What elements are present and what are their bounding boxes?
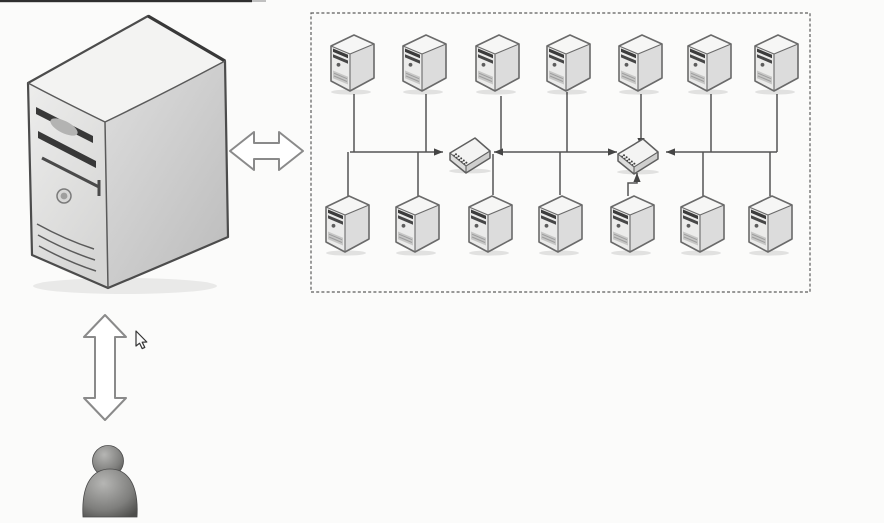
small-server-icon xyxy=(618,34,663,96)
main-server-icon xyxy=(26,14,230,294)
small-server-icon xyxy=(680,195,725,257)
small-server-icon xyxy=(546,34,591,96)
network-switch-icon xyxy=(616,138,660,176)
cluster-servers-layer xyxy=(325,34,799,257)
arrowhead-icon xyxy=(608,148,617,156)
scan-artifact-top-edge xyxy=(0,0,266,3)
cluster-boundary xyxy=(310,12,811,293)
cluster-switches-layer xyxy=(448,137,660,176)
cluster-wiring-layer xyxy=(347,92,778,196)
small-server-icon xyxy=(330,34,375,96)
user-person-icon xyxy=(82,445,138,518)
arrowhead-icon xyxy=(434,148,443,156)
small-server-icon xyxy=(475,34,520,96)
cluster-boundary-layer xyxy=(310,12,811,293)
server-cluster-link-arrow-icon xyxy=(229,131,304,171)
small-server-icon xyxy=(395,195,440,257)
small-server-icon xyxy=(538,195,583,257)
small-server-icon xyxy=(754,34,799,96)
small-server-icon xyxy=(402,34,447,96)
arrowhead-icon xyxy=(633,173,641,182)
arrowhead-icon xyxy=(666,148,675,156)
small-server-icon xyxy=(748,195,793,257)
mouse-cursor-icon xyxy=(135,330,148,350)
small-server-icon xyxy=(325,195,370,257)
network-switch-icon xyxy=(448,137,492,175)
vent-lines xyxy=(36,223,97,272)
small-server-icon xyxy=(687,34,732,96)
user-server-link-arrow-icon xyxy=(83,314,127,421)
small-server-icon xyxy=(610,195,655,257)
arrowhead-icon xyxy=(494,148,503,156)
small-server-icon xyxy=(468,195,513,257)
